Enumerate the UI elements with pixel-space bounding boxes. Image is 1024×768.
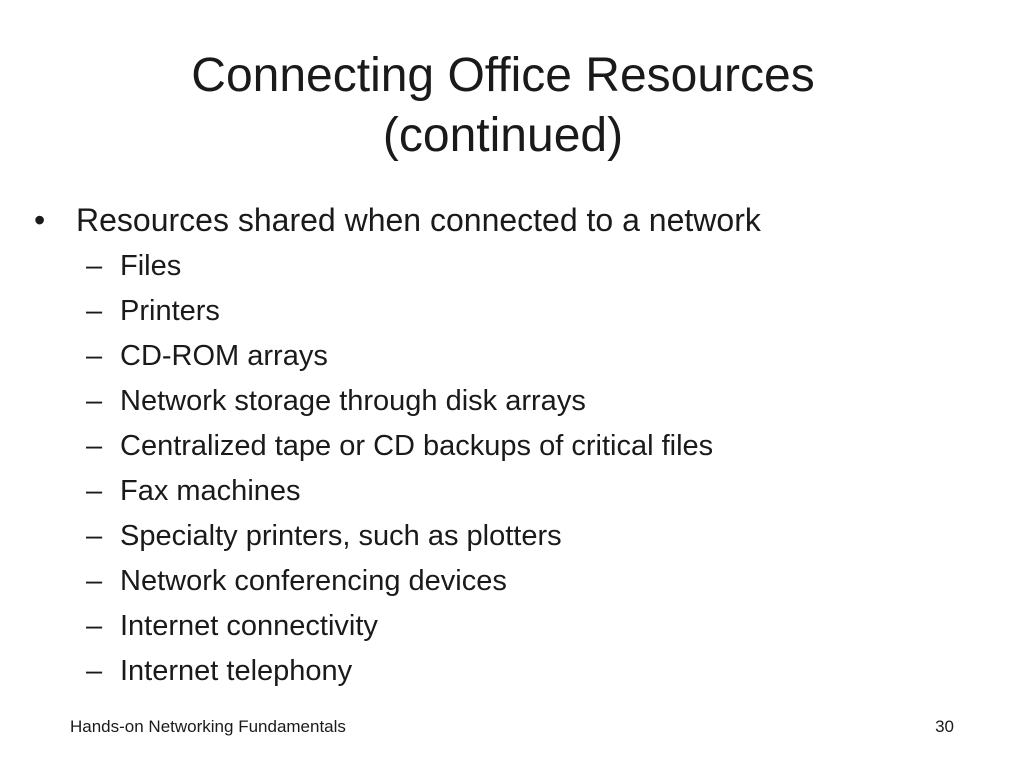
slide-title: Connecting Office Resources (continued) [0,46,1006,166]
slide-body: • Resources shared when connected to a n… [30,198,990,694]
dash-icon: – [86,520,103,552]
list-item-text: Network conferencing devices [120,565,507,597]
dash-icon: – [86,565,103,597]
dash-icon: – [86,430,103,462]
list-item-text: Specialty printers, such as plotters [120,520,562,552]
list-item: –Network storage through disk arrays [30,379,990,424]
title-line-1: Connecting Office Resources [191,49,815,102]
list-item-text: Internet telephony [120,655,353,687]
list-item: –Files [30,244,990,289]
resource-list: –Files –Printers –CD-ROM arrays –Network… [30,244,990,694]
list-item-text: Files [120,250,182,282]
bullet-dot-icon: • [34,202,46,238]
dash-icon: – [86,655,103,687]
list-item: –CD-ROM arrays [30,334,990,379]
list-item: –Network conferencing devices [30,559,990,604]
list-item: –Internet connectivity [30,604,990,649]
list-item: –Centralized tape or CD backups of criti… [30,424,990,469]
footer-course-title: Hands-on Networking Fundamentals [70,717,346,736]
dash-icon: – [86,250,103,282]
title-line-2: (continued) [382,109,624,162]
list-item: –Specialty printers, such as plotters [30,514,990,559]
list-item: –Fax machines [30,469,990,514]
dash-icon: – [86,475,103,507]
main-bullet: • Resources shared when connected to a n… [30,198,990,242]
list-item-text: Printers [120,295,220,327]
dash-icon: – [86,340,103,372]
list-item-text: Fax machines [120,475,301,507]
list-item: –Internet telephony [30,649,990,694]
main-bullet-text: Resources shared when connected to a net… [76,202,761,238]
list-item: –Printers [30,289,990,334]
list-item-text: Internet connectivity [120,610,378,642]
dash-icon: – [86,610,103,642]
list-item-text: Centralized tape or CD backups of critic… [120,430,714,462]
list-item-text: Network storage through disk arrays [120,385,586,417]
list-item-text: CD-ROM arrays [120,340,328,372]
dash-icon: – [86,385,103,417]
dash-icon: – [86,295,103,327]
slide-number: 30 [935,717,954,736]
